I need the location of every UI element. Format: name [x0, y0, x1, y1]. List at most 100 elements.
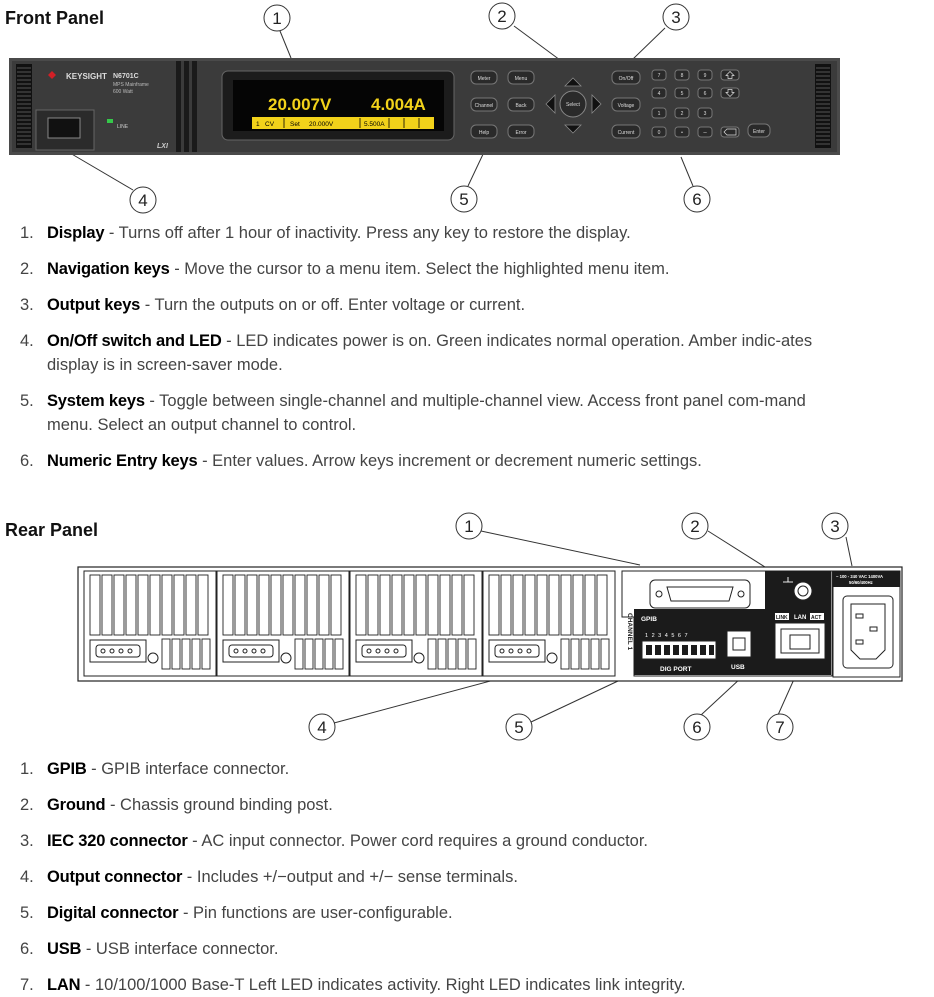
help-key[interactable]: [470, 124, 498, 139]
usb-connector[interactable]: [726, 630, 752, 658]
item-description: - Turn the outputs on or off. Enter volt…: [140, 296, 526, 314]
arrow-left-icon[interactable]: [545, 94, 556, 114]
arrow-up-icon[interactable]: [564, 77, 582, 87]
item-number: 2.: [20, 260, 34, 278]
item-description: - Move the cursor to a menu item. Select…: [169, 260, 670, 278]
item-description: - AC input connector. Power cord require…: [187, 832, 649, 850]
model-label: N6701C: [113, 73, 139, 80]
model-sub1-label: MPS Mainframe: [113, 82, 149, 88]
item-term: Digital connector: [47, 904, 179, 922]
item-term: USB: [47, 940, 82, 958]
front-callout-2-num: 2: [497, 7, 506, 26]
rear-callout-4-num: 4: [317, 718, 326, 737]
numpad-key-5[interactable]: [674, 87, 690, 99]
list-item: 7.LAN - 10/100/1000 Base-T Left LED indi…: [20, 973, 850, 997]
numpad-key-2[interactable]: [674, 107, 690, 119]
error-key[interactable]: [507, 124, 535, 139]
select-key-label: Select: [566, 102, 581, 108]
current-key-label: Current: [618, 130, 635, 136]
numpad-key-8-label: 8: [681, 73, 684, 79]
navigation-keys: Select: [545, 77, 602, 134]
item-term: System keys: [47, 392, 145, 410]
current-key[interactable]: [611, 124, 641, 139]
numpad-key-dot[interactable]: [674, 126, 690, 138]
output-keys: On/Off Voltage Current: [611, 70, 641, 139]
numpad-key-minus[interactable]: [697, 126, 713, 138]
lan-link-label: LINK: [776, 615, 788, 621]
output-connector[interactable]: [355, 639, 425, 664]
rear-callout-3-num: 3: [830, 517, 839, 536]
item-term: Display: [47, 224, 105, 242]
item-description: - Toggle between single-channel and mult…: [47, 392, 806, 434]
item-number: 4.: [20, 332, 34, 350]
output-connector[interactable]: [89, 639, 159, 664]
output-connector[interactable]: [488, 639, 558, 664]
item-description: - Chassis ground binding post.: [105, 796, 333, 814]
backspace-key[interactable]: [720, 126, 740, 138]
lxi-label: LXI: [157, 143, 169, 150]
numpad-key-9[interactable]: [697, 69, 713, 81]
enter-key[interactable]: [747, 123, 771, 138]
increment-key[interactable]: [720, 69, 740, 81]
output-connectors: [89, 639, 558, 664]
numpad-key-4[interactable]: [651, 87, 667, 99]
select-key[interactable]: [559, 90, 587, 118]
numpad-key-8[interactable]: [674, 69, 690, 81]
rear-callout-7: [766, 713, 794, 741]
gpib-connector[interactable]: [649, 579, 751, 609]
numpad-key-6[interactable]: [697, 87, 713, 99]
front-panel-diagram: KEYSIGHT N6701C MPS Mainframe 600 Watt L…: [9, 2, 840, 214]
back-key[interactable]: [507, 97, 535, 112]
rear-callout-7-num: 7: [775, 718, 784, 737]
item-term: Ground: [47, 796, 106, 814]
on-off-key[interactable]: [611, 70, 641, 85]
ac-frequency-label: 50/60/400Hz: [849, 580, 873, 585]
lan-connector[interactable]: [774, 622, 826, 660]
numpad-key-5-label: 5: [681, 91, 684, 97]
item-description: - USB interface connector.: [81, 940, 279, 958]
channel-key-label: Channel: [475, 103, 494, 109]
item-number: 4.: [20, 868, 34, 886]
list-item: 6.Numeric Entry keys - Enter values. Arr…: [20, 449, 850, 473]
numpad-key-7[interactable]: [651, 69, 667, 81]
digital-connector[interactable]: [641, 640, 717, 660]
model-sub2-label: 600 Watt: [113, 89, 133, 95]
power-switch[interactable]: [47, 117, 81, 139]
decrement-key[interactable]: [720, 87, 740, 99]
iec-320-connector[interactable]: [842, 595, 894, 669]
channel-key[interactable]: [470, 97, 498, 112]
arrow-right-icon[interactable]: [591, 94, 602, 114]
rear-panel-title: Rear Panel: [5, 520, 99, 540]
menu-key[interactable]: [507, 70, 535, 85]
numpad-key-1[interactable]: [651, 107, 667, 119]
voltage-key[interactable]: [611, 97, 641, 112]
rear-callout-5: [505, 713, 533, 741]
numpad-key-3[interactable]: [697, 107, 713, 119]
output-connector[interactable]: [222, 639, 292, 664]
brand-label: KEYSIGHT: [66, 72, 107, 81]
numpad-key-0[interactable]: [651, 126, 667, 138]
front-callout-4-num: 4: [138, 191, 147, 210]
item-term: LAN: [47, 976, 81, 994]
numpad-key-9-label: 9: [704, 73, 707, 79]
system-keys: Meter Menu Channel Back Help Error: [470, 70, 535, 139]
list-item: 1.GPIB - GPIB interface connector.: [20, 757, 850, 781]
arrow-down-icon[interactable]: [564, 124, 582, 134]
meter-key-label: Meter: [478, 76, 491, 82]
item-term: Navigation keys: [47, 260, 170, 278]
item-description: - GPIB interface connector.: [86, 760, 290, 778]
dig-pin-labels: 1 2 3 4 5 6 7: [645, 633, 689, 639]
list-item: 4.Output connector - Includes +/−output …: [20, 865, 850, 889]
list-item: 4.On/Off switch and LED - LED indicates …: [20, 329, 850, 377]
numpad-key-3-label: 3: [704, 111, 707, 117]
error-key-label: Error: [515, 130, 526, 136]
arrow-down-outline-icon: [725, 89, 735, 97]
voltage-key-label: Voltage: [618, 103, 635, 109]
front-panel-title: Front Panel: [5, 8, 105, 28]
status-set-current: 5.500A: [364, 121, 385, 128]
numpad-key-1-label: 1: [658, 111, 661, 117]
gpib-label: GPIB: [641, 616, 657, 623]
meter-key[interactable]: [470, 70, 498, 85]
item-number: 6.: [20, 452, 34, 470]
ground-icon: [783, 577, 793, 583]
